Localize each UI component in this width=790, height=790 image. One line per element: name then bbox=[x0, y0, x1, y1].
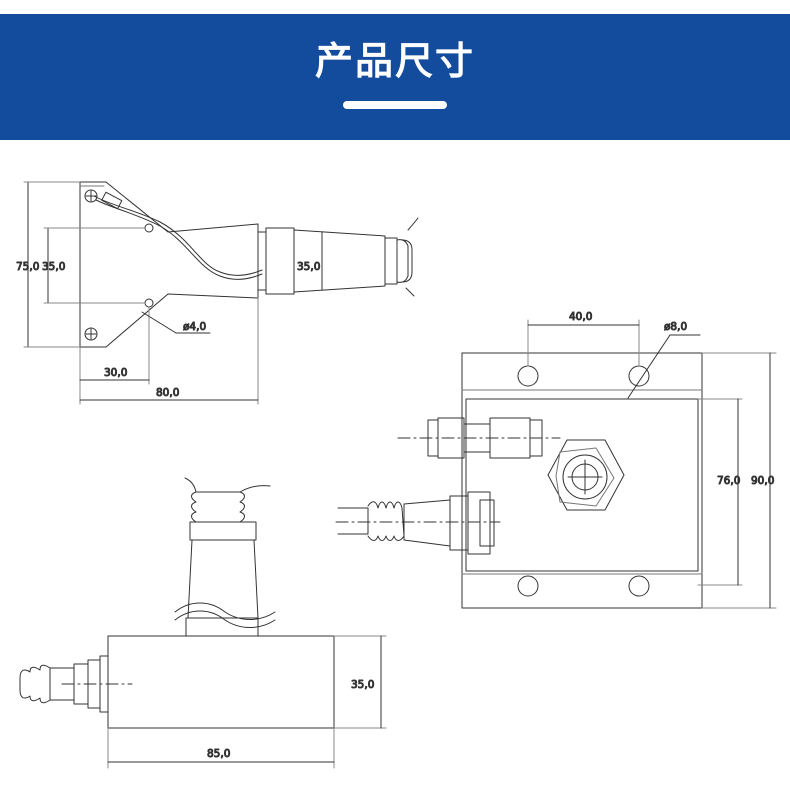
mounting-hole bbox=[628, 575, 650, 597]
dim-inner-height: 35,0 bbox=[42, 261, 65, 273]
side-view bbox=[19, 477, 387, 769]
screw-icon bbox=[84, 327, 98, 341]
hex-nut bbox=[547, 439, 625, 511]
dim-outer-body-height: 90,0 bbox=[751, 475, 774, 487]
dim-plate-length: 80,0 bbox=[156, 387, 179, 399]
mounting-hole bbox=[144, 223, 154, 233]
dim-hole-spacing: 40,0 bbox=[569, 311, 592, 323]
mounting-hole bbox=[628, 365, 650, 387]
dim-hole-diameter: ø4,0 bbox=[183, 321, 206, 333]
dim-inner-body-height: 76,0 bbox=[717, 475, 740, 487]
front-view bbox=[335, 319, 777, 609]
mounting-hole bbox=[517, 575, 539, 597]
dim-hole-offset: 30,0 bbox=[104, 367, 127, 379]
title-underline bbox=[343, 101, 447, 109]
screw-icon bbox=[84, 189, 98, 203]
top-view bbox=[23, 181, 419, 405]
dim-side-height: 35,0 bbox=[351, 679, 374, 691]
dim-side-length: 85,0 bbox=[207, 748, 230, 760]
page-title: 产品尺寸 bbox=[314, 39, 475, 83]
dim-large-hole-diameter: ø8,0 bbox=[664, 321, 687, 333]
header-banner bbox=[0, 14, 790, 140]
dim-cable-height: 35,0 bbox=[297, 261, 320, 273]
push-fitting bbox=[397, 417, 561, 459]
dim-outer-height: 75,0 bbox=[16, 261, 39, 273]
mounting-hole bbox=[144, 298, 154, 308]
cable-connector bbox=[335, 491, 501, 555]
mounting-hole bbox=[517, 365, 539, 387]
